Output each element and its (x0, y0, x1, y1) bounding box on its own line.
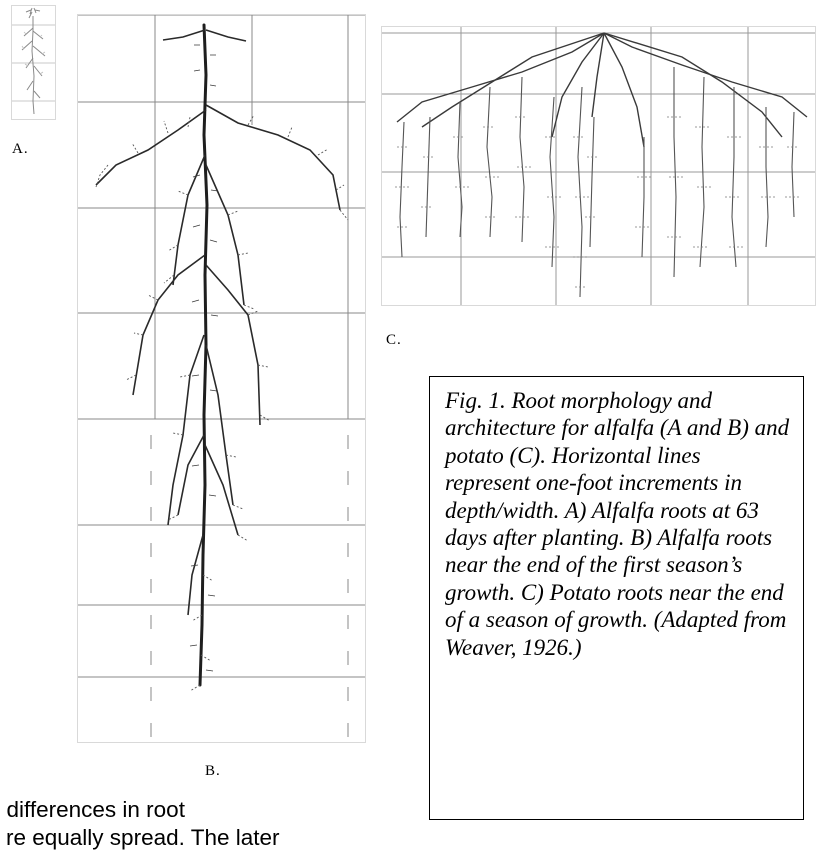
potato-roots-drawing (382, 27, 815, 305)
panel-label-c: C. (386, 332, 402, 349)
body-text: om differences in root re equally spread… (0, 796, 420, 852)
figure-panel-a (11, 5, 56, 120)
alfalfa-taproot-drawing (78, 15, 365, 742)
figure-panel-c (381, 26, 816, 306)
figure-panel-b (77, 14, 366, 743)
body-text-line: om differences in root (0, 796, 389, 824)
alfalfa-seedling-roots-drawing (12, 6, 55, 119)
panel-label-a: A. (12, 141, 29, 158)
body-text-line: re equally spread. The later (6, 824, 420, 852)
panel-label-b: B. (205, 763, 221, 780)
figure-caption: Fig. 1. Root morphology and architecture… (429, 376, 804, 820)
